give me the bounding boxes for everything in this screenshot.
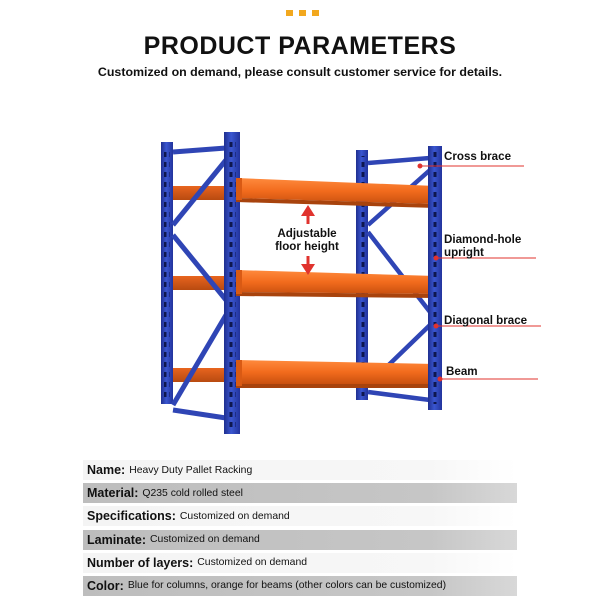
right-side-bracing	[366, 155, 432, 403]
param-key: Laminate:	[87, 532, 147, 547]
page-subtitle: Customized on demand, please consult cus…	[97, 65, 503, 79]
adjustable-height-arrows	[301, 205, 315, 275]
param-value: Customized on demand	[150, 534, 260, 546]
page-title: PRODUCT PARAMETERS	[143, 32, 457, 60]
diagonal-brace-label: Diagonal brace	[444, 314, 528, 327]
param-row-color: Color: Blue for columns, orange for beam…	[83, 575, 517, 596]
param-row-name: Name: Heavy Duty Pallet Racking	[83, 460, 517, 480]
param-key: Number of layers:	[87, 555, 194, 570]
cross-brace-label: Cross brace	[444, 150, 512, 163]
param-value: Blue for columns, orange for beams (othe…	[127, 580, 447, 592]
param-key: Material:	[87, 486, 139, 501]
adjustable-label-line2: floor height	[275, 240, 339, 253]
param-row-material: Material: Q235 cold rolled steel	[83, 483, 517, 504]
param-value: Q235 cold rolled steel	[142, 487, 243, 499]
upright-right-front	[428, 146, 442, 410]
left-side-bracing	[170, 145, 229, 421]
beam-label: Beam	[446, 365, 478, 378]
parameters-table: Name: Heavy Duty Pallet Racking Material…	[83, 460, 517, 599]
upright-left-back	[161, 142, 173, 404]
front-beams	[236, 178, 436, 388]
param-value: Customized on demand	[197, 557, 308, 569]
upright-left-front	[224, 132, 240, 434]
decorative-dots	[286, 10, 319, 16]
param-value: Customized on demand	[179, 510, 290, 522]
param-row-laminate: Laminate: Customized on demand	[83, 529, 517, 550]
param-key: Name:	[87, 463, 126, 477]
diamond-hole-upright-label-line2: upright	[444, 246, 484, 259]
dot	[286, 10, 293, 16]
param-row-layers: Number of layers: Customized on demand	[83, 552, 517, 573]
dot	[312, 10, 319, 16]
param-key: Specifications:	[87, 509, 176, 524]
param-value: Heavy Duty Pallet Racking	[129, 464, 253, 476]
param-row-specifications: Specifications: Customized on demand	[83, 506, 517, 527]
rack-diagram: Adjustable floor height Cross brace Diam…	[161, 132, 541, 434]
callout-lines	[417, 163, 541, 382]
dot	[299, 10, 306, 16]
adjustable-label-line1: Adjustable	[277, 227, 337, 240]
diamond-hole-upright-label-line1: Diamond-hole	[444, 233, 522, 246]
param-key: Color:	[87, 578, 124, 593]
